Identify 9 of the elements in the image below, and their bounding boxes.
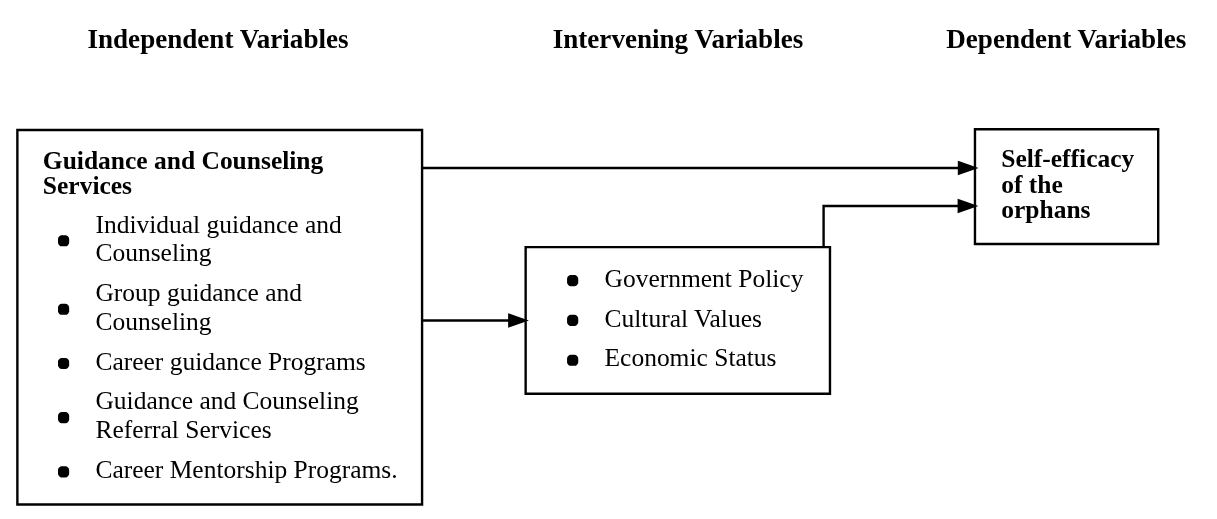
- node-box: Guidance and Counseling Services Individual guidance and Counseling Group guidance and Counseling Career guidance Programs Guidance and Counseling Referral Services Career Mentorship Programs.: [16, 128, 424, 506]
- arrow: [822, 198, 979, 247]
- label: Intervening Variables: [552, 24, 804, 55]
- node-box: Government Policy Cultural Values Economic Status: [524, 245, 832, 395]
- label: Independent Variables: [87, 24, 349, 55]
- node-box: Self-efficacy of the orphans: [973, 128, 1160, 246]
- arrow: [422, 313, 529, 328]
- label: Dependent Variables: [946, 24, 1187, 55]
- arrow: [422, 160, 979, 176]
